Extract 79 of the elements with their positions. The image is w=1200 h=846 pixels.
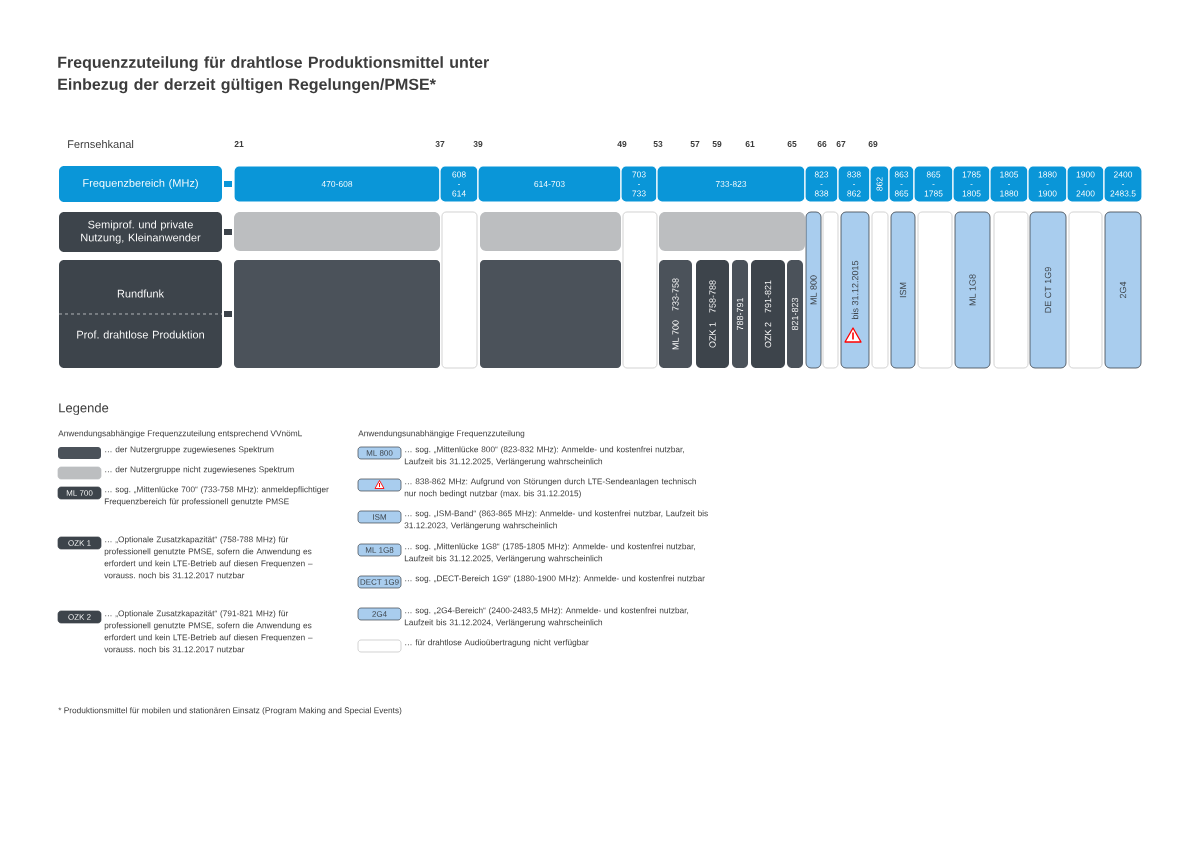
frequency-band: 1805 - 1880 (989, 165, 1029, 203)
header-box: Rundfunk Prof. drahtlose Produktion (59, 260, 222, 368)
spectrum-bar (917, 211, 953, 369)
spectrum-bar: 788-791 (732, 260, 748, 368)
title: Frequenzzuteilung für drahtlose Produktionsmittel unter Einbezug der derzeit gültigen Regelungen/PMSE* (58, 56, 489, 94)
frequency-band: 470-608 (233, 165, 441, 203)
swatch-label: 2G4 (372, 611, 387, 617)
legend-text: … für drahtlose Audioübertragung nicht verfügbar (405, 639, 589, 647)
spectrum-bar: ML 700 733-758 (659, 260, 692, 368)
channel-number: 65 (787, 141, 797, 147)
channel-number: 69 (868, 141, 878, 147)
legend-text: … sog. „Mittenlücke 700“ (733-758 MHz): anmeldepflichtiger Frequenzbereich für professionell genutzte PMSE (104, 486, 329, 506)
frequency-band: 1900 - 2400 (1066, 165, 1105, 203)
frequency-band: 733-823 (656, 165, 806, 203)
spectrum-bar: 2G4 (1104, 211, 1142, 369)
frequency-band: 865 - 1785 (913, 165, 954, 203)
channel-number: 53 (653, 141, 663, 147)
swatch-label: ML 700 (66, 490, 93, 496)
channel-number: 66 (817, 141, 827, 147)
legend-text: … sog. „DECT-Bereich 1G9“ (1880-1900 MHz): Anmelde- und kostenfrei nutzbar (405, 575, 705, 583)
legend-title: Legende (59, 402, 109, 416)
spectrum-bar (871, 211, 889, 369)
frequency-band: 838 - 862 (837, 165, 871, 203)
spectrum-bar (441, 211, 478, 369)
header-box: Frequenzbereich (MHz) (59, 166, 222, 202)
swatch-label: DECT 1G9 (360, 579, 399, 585)
frequency-band: 608 - 614 (439, 165, 479, 203)
frequency-band: 703 - 733 (620, 165, 658, 203)
swatch-label: OZK 2 (68, 614, 91, 620)
spectrum-bar (234, 212, 440, 251)
spectrum-bar: OZK 2 791-821 (751, 260, 785, 368)
legend-text: … „Optionale Zusatzkapazität“ (758-788 MHz) für professionell genutzte PMSE, sofern die Anwendung es erfordert und kein LTE-Betrieb auf diesen Frequenzen – vorauss. noch bis 31.12.2017 nutzbar (104, 536, 313, 579)
spectrum-bar (622, 211, 658, 369)
legend-text: … 838-862 MHz: Aufgrund von Störungen durch LTE-Sendeanlagen technisch nur noch bedingt nutzbar (max. bis 31.12.2015) (404, 478, 696, 498)
legend-text: … sog. „Mittenlücke 1G8“ (1785-1805 MHz): Anmelde- und kostenfrei nutzbar, Laufzeit bis 31.12.2025, Verlängerung wahrscheinlich (404, 543, 695, 563)
channel-number: 67 (836, 141, 846, 147)
spectrum-bar: OZK 1 758-788 (696, 260, 729, 368)
spectrum-bar (993, 211, 1029, 369)
spectrum-bar: ML 800 (805, 211, 822, 369)
spectrum-bar: DE CT 1G9 (1029, 211, 1067, 369)
legend-text: … sog. „Mittenlücke 800“ (823-832 MHz): Anmelde- und kostenfrei nutzbar, Laufzeit bis 31.12.2025, Verlängerung wahrscheinlich (404, 446, 684, 466)
header-box: Semiprof. und private Nutzung, Kleinanwender (59, 212, 222, 252)
spectrum-bar: ML 1G8 (954, 211, 991, 369)
frequency-band: 614-703 (477, 165, 622, 203)
legend-heading: Anwendungsunabhängige Frequenzzuteilung (358, 430, 525, 438)
legend-text: … sog. „ISM-Band“ (863-865 MHz): Anmelde- und kostenfrei nutzbar, Laufzeit bis 31.12.2023, Verlängerung wahrscheinlich (404, 510, 708, 530)
frequency-band: 863 - 865 (888, 165, 915, 203)
channel-number: 21 (234, 141, 244, 147)
legend-heading: Anwendungsabhängige Frequenzzuteilung entsprechend VVnömL (58, 430, 302, 438)
frequency-band: 2400 - 2483.5 (1103, 165, 1143, 203)
spectrum-bar (234, 260, 440, 368)
frequency-band: 823 - 838 (804, 165, 839, 203)
spectrum-bar: bis 31.12.2015 (840, 211, 870, 369)
legend-text: … „Optionale Zusatzkapazität“ (791-821 MHz) für professionell genutzte PMSE, sofern die Anwendung es erfordert und kein LTE-Betrieb auf diesen Frequenzen – vorauss. noch bis 31.12.2017 nutzbar (104, 610, 313, 653)
spectrum-bar (659, 212, 805, 251)
spectrum-bar: ISM (890, 211, 916, 369)
channel-number: 59 (712, 141, 722, 147)
spectrum-bar (480, 212, 621, 251)
frequency-band: 862 (869, 165, 890, 203)
swatch-label: OZK 1 (68, 540, 91, 546)
swatch-label: ISM (373, 514, 386, 520)
swatch-label: ML 800 (366, 450, 393, 456)
row-label: Fernsehkanal (68, 139, 134, 149)
footnote: * Produktionsmittel für mobilen und stationären Einsatz (Program Making and Special Events) (58, 707, 402, 715)
spectrum-bar (1068, 211, 1103, 369)
spectrum-bar (480, 260, 621, 368)
channel-number: 37 (435, 141, 445, 147)
spectrum-bar (822, 211, 839, 369)
channel-number: 57 (690, 141, 700, 147)
legend-text: … der Nutzergruppe nicht zugewiesenes Spektrum (105, 466, 294, 474)
channel-number: 49 (617, 141, 627, 147)
frequency-band: 1880 - 1900 (1027, 165, 1068, 203)
frequency-band: 1785 - 1805 (952, 165, 991, 203)
swatch-label: ML 1G8 (365, 547, 394, 553)
spectrum-bar: 821-823 (787, 260, 803, 368)
legend-text: … der Nutzergruppe zugewiesenes Spektrum (105, 446, 274, 454)
legend-text: … sog. „2G4-Bereich“ (2400-2483,5 MHz): Anmelde- und kostenfrei nutzbar, Laufzeit bis 31.12.2024, Verlängerung wahrscheinlich (404, 607, 689, 627)
channel-number: 61 (745, 141, 755, 147)
channel-number: 39 (473, 141, 483, 147)
